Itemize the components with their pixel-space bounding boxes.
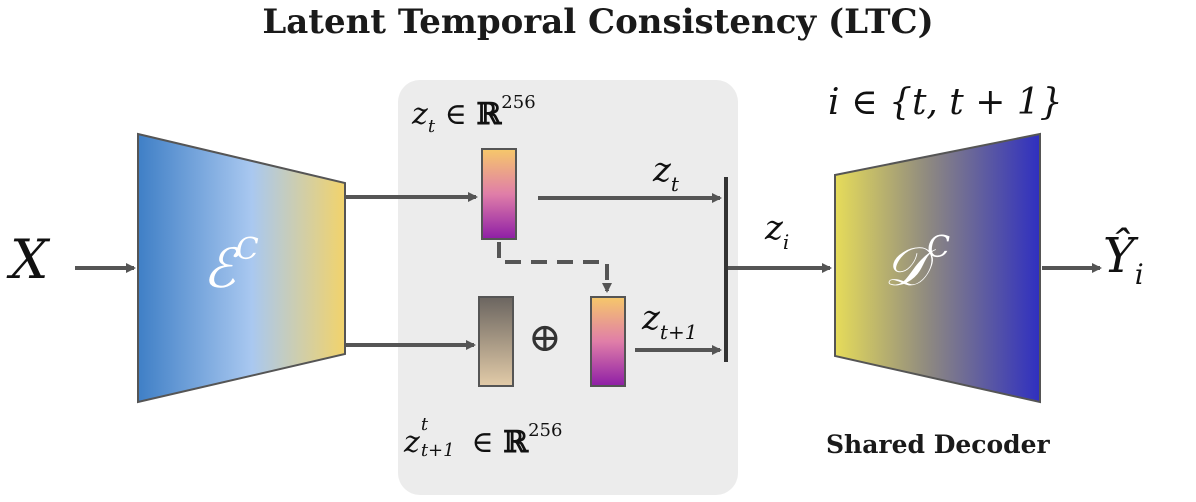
diagram-title: Latent Temporal Consistency (LTC) bbox=[262, 2, 934, 42]
zt1-dimension-label: z t t+1 ∈ ℝ256 bbox=[404, 414, 563, 461]
dashed-skip-arrow bbox=[497, 242, 612, 293]
input-label: X bbox=[10, 228, 49, 291]
arrow-zt1-label: zt+1 bbox=[642, 298, 698, 344]
encoder-block bbox=[137, 132, 346, 404]
encoder-label: ℰC bbox=[203, 232, 259, 300]
decoder-block bbox=[834, 132, 1041, 404]
latent-zt1-grey-bar bbox=[478, 296, 514, 387]
latent-zt1-bar bbox=[590, 296, 626, 387]
zi-label: zi bbox=[765, 208, 790, 254]
index-set-label: i ∈ {t, t + 1} bbox=[828, 82, 1063, 123]
decoder-label: 𝒟C bbox=[884, 230, 951, 298]
arrow-zt-label: zt bbox=[653, 150, 679, 196]
latent-zt-bar bbox=[481, 148, 517, 240]
shared-decoder-caption: Shared Decoder bbox=[826, 430, 1050, 459]
output-label: Ŷi bbox=[1103, 228, 1144, 291]
concat-operator: ⊕ bbox=[528, 315, 562, 361]
zt-dimension-label: zt ∈ ℝ256 bbox=[412, 92, 536, 137]
